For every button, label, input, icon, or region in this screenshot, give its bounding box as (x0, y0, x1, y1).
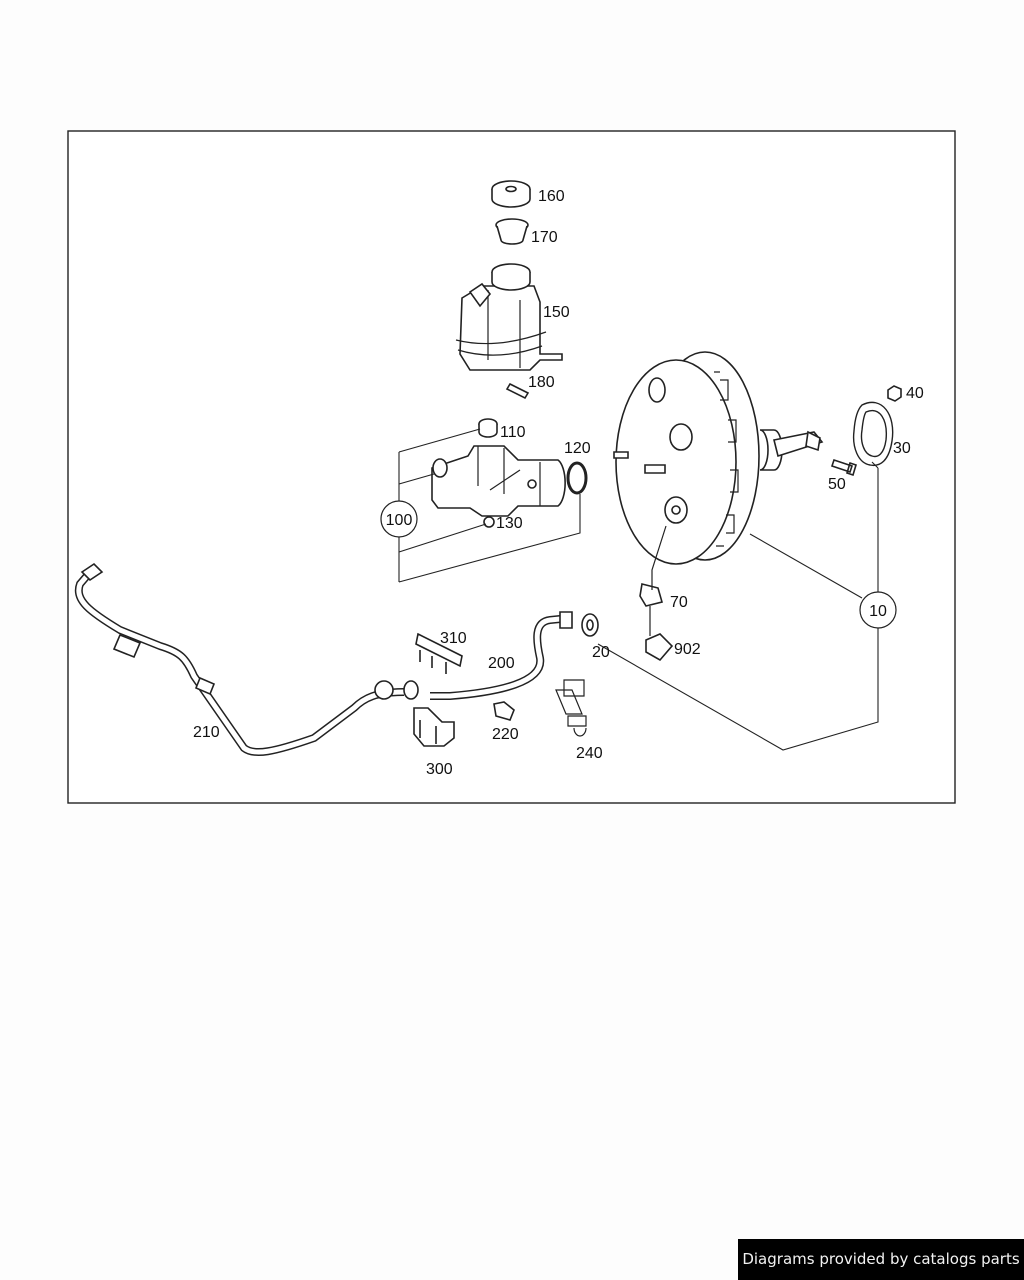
diagram-credit-badge: Diagrams provided by catalogs parts (738, 1239, 1024, 1280)
sensor-part[interactable] (639, 583, 663, 607)
callout-150[interactable]: 150 (543, 304, 570, 321)
callout-circle-100 (380, 500, 418, 538)
brake-booster-part[interactable] (613, 351, 824, 565)
o-ring-part[interactable] (566, 461, 588, 495)
callout-310[interactable]: 310 (440, 630, 467, 647)
protective-sleeve-part[interactable] (555, 679, 587, 737)
callout-30[interactable]: 30 (893, 440, 911, 457)
clip-bracket-part[interactable] (415, 632, 463, 674)
callout-100[interactable]: 100 (386, 512, 413, 529)
connector-part[interactable] (645, 633, 674, 662)
pin-part[interactable] (505, 382, 530, 400)
callout-10[interactable]: 10 (869, 603, 887, 620)
callout-200[interactable]: 200 (488, 655, 515, 672)
bolt-part[interactable] (830, 458, 857, 477)
brake-fluid-reservoir-part[interactable] (455, 263, 563, 371)
brake-master-cylinder-part[interactable] (431, 445, 566, 517)
hose-clip-part[interactable] (493, 701, 515, 721)
callout-300[interactable]: 300 (426, 761, 453, 778)
reservoir-plug-part[interactable] (478, 418, 498, 438)
gasket-part[interactable] (852, 401, 894, 467)
callout-50[interactable]: 50 (828, 476, 846, 493)
callout-110[interactable]: 110 (500, 424, 526, 441)
callout-170[interactable]: 170 (531, 229, 558, 246)
callout-130[interactable]: 130 (496, 515, 523, 532)
callout-240[interactable]: 240 (576, 745, 603, 762)
nut-part[interactable] (483, 516, 495, 528)
callout-220[interactable]: 220 (492, 726, 519, 743)
callout-210[interactable]: 210 (193, 724, 220, 741)
nut-part-40[interactable] (887, 385, 902, 402)
callout-120[interactable]: 120 (564, 440, 591, 457)
callout-180[interactable]: 180 (528, 374, 555, 391)
holder-clip-part[interactable] (413, 707, 455, 747)
cap-seal-part[interactable] (495, 218, 529, 245)
callout-20[interactable]: 20 (592, 644, 610, 661)
callout-902[interactable]: 902 (674, 641, 701, 658)
grommet-part[interactable] (581, 613, 599, 637)
callout-circle-10 (859, 591, 897, 629)
callout-70[interactable]: 70 (670, 594, 688, 611)
callout-40[interactable]: 40 (906, 385, 924, 402)
callout-160[interactable]: 160 (538, 188, 565, 205)
reservoir-cap-part[interactable] (491, 180, 531, 208)
